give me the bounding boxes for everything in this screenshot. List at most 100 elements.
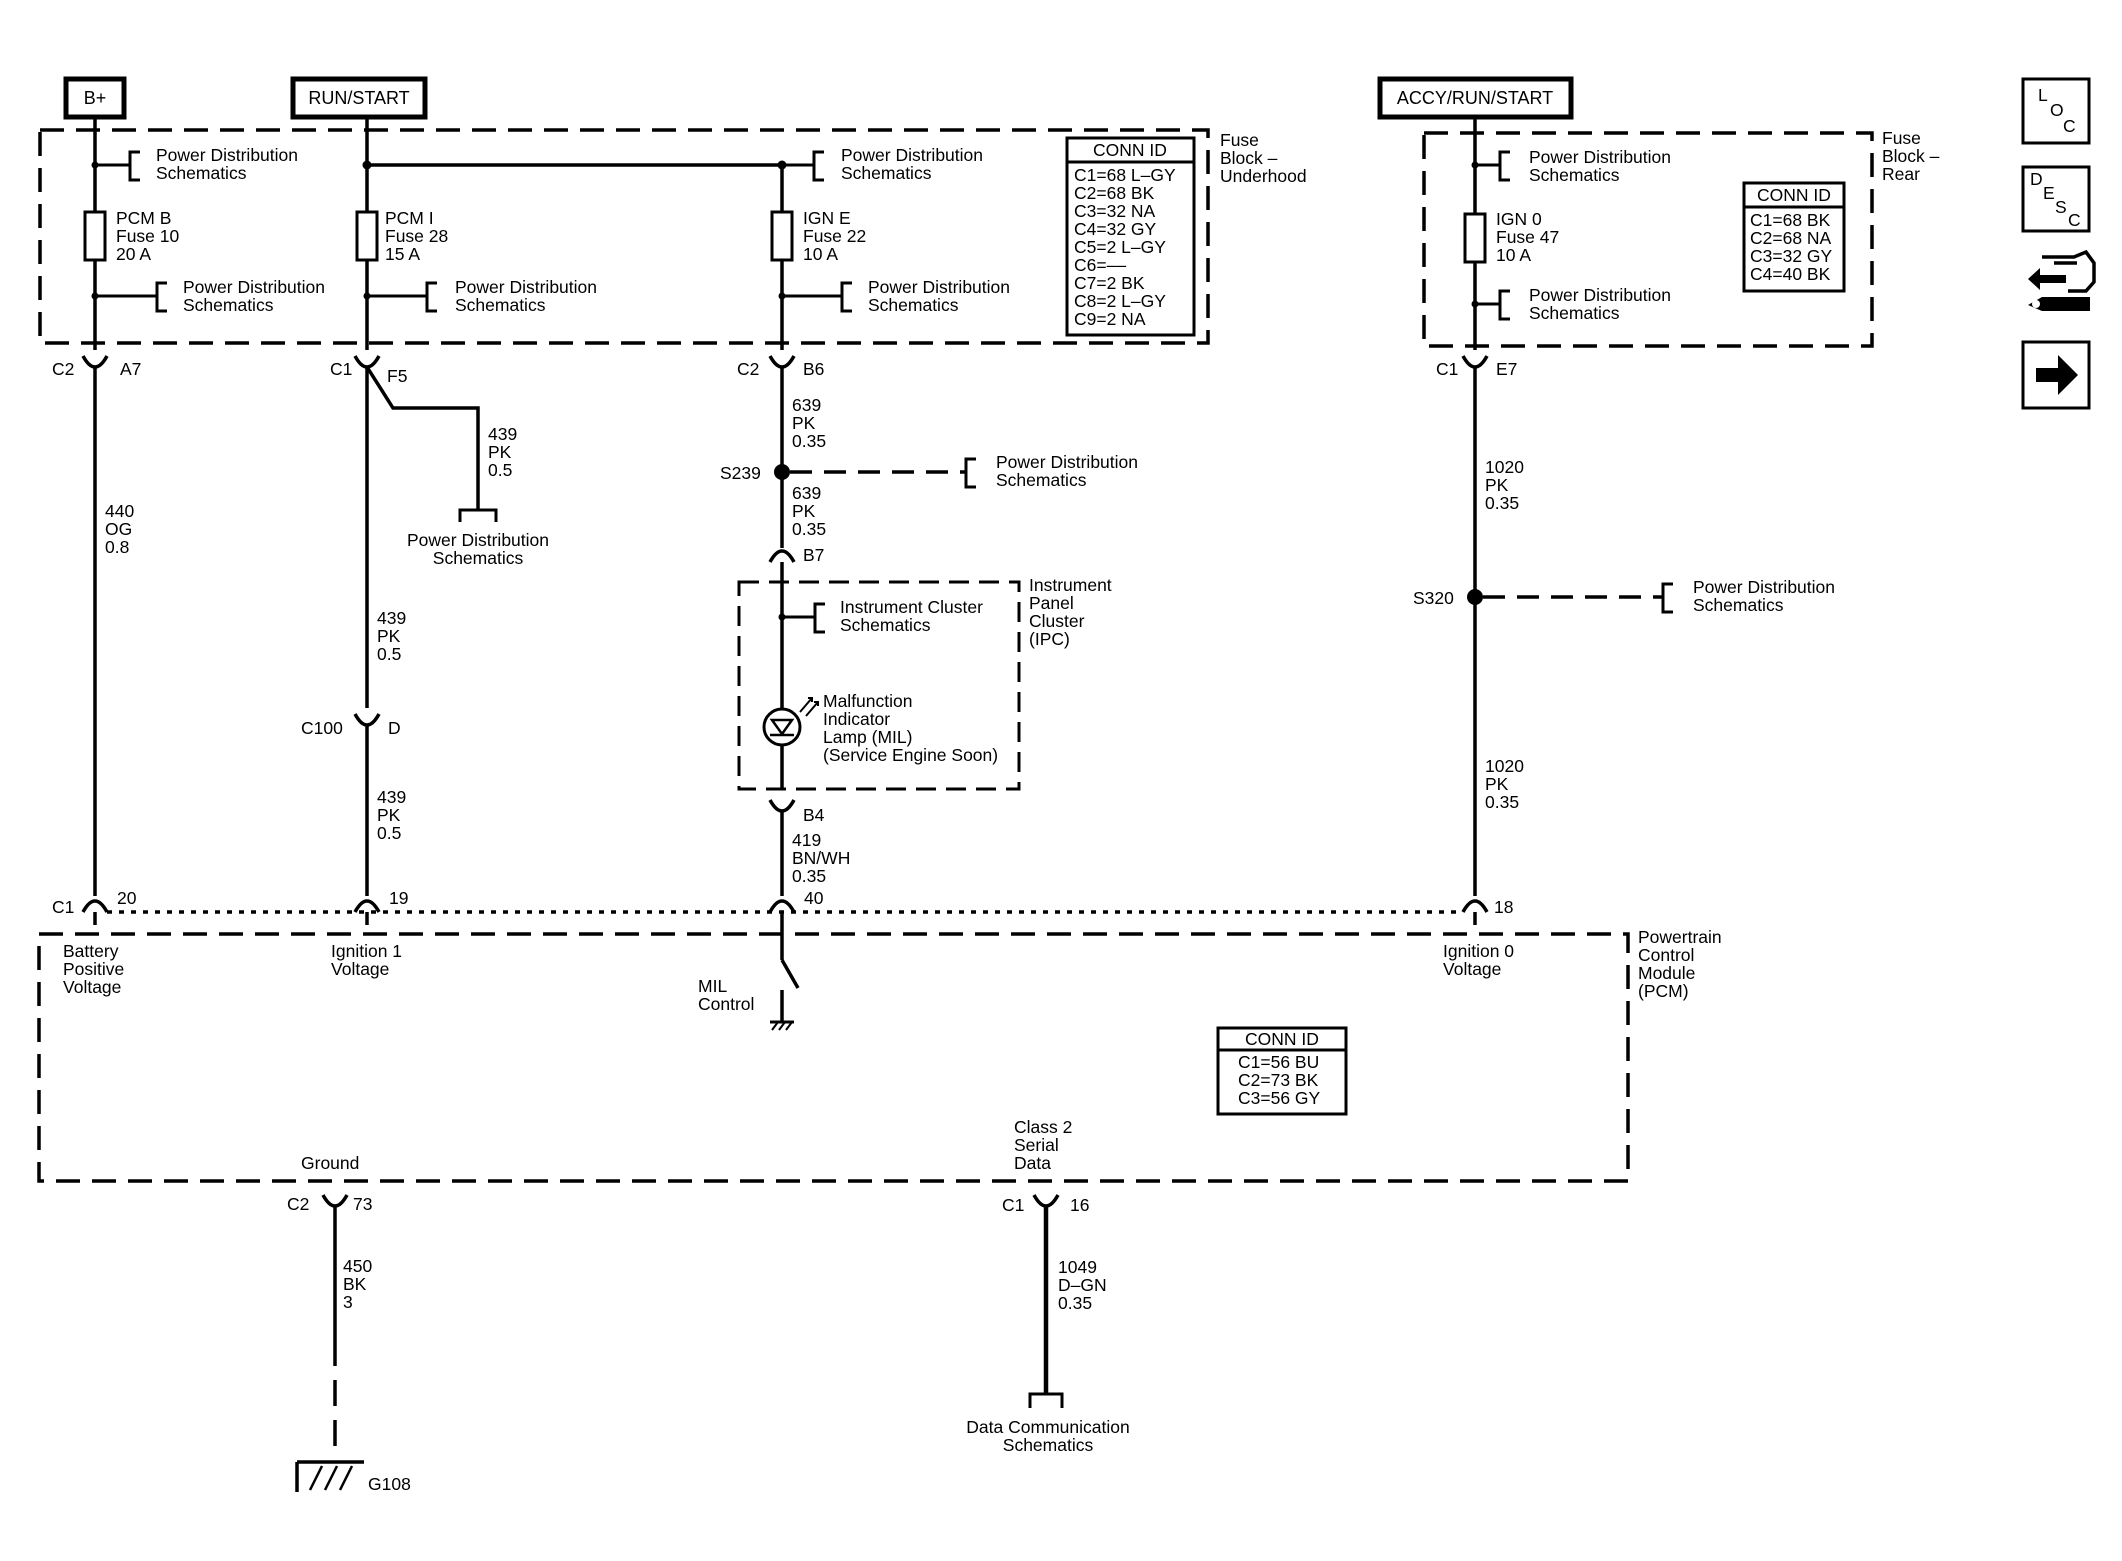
svg-text:Fuse: Fuse xyxy=(1882,128,1921,148)
ground-circuit xyxy=(295,1194,364,1492)
svg-text:Control: Control xyxy=(698,994,754,1014)
svg-text:Indicator: Indicator xyxy=(823,709,890,729)
svg-text:18: 18 xyxy=(1494,897,1513,917)
ref-data-comm-b: Schematics xyxy=(1003,1435,1094,1455)
ref-power-dist-10a: Power Distribution xyxy=(1693,577,1835,597)
svg-text:Positive: Positive xyxy=(63,959,124,979)
svg-text:0.35: 0.35 xyxy=(792,431,826,451)
svg-text:C1=56 BU: C1=56 BU xyxy=(1238,1052,1319,1072)
connector-c1-f5 xyxy=(353,355,381,369)
ref-power-dist-10b: Schematics xyxy=(1693,595,1784,615)
ref-power-dist-4a: Power Distribution xyxy=(407,530,549,550)
ipc-title: Instrument xyxy=(1029,575,1112,595)
pcm-module xyxy=(37,932,1630,1183)
ground-g108-icon xyxy=(295,1460,364,1492)
loc-button[interactable]: L O C xyxy=(2021,77,2091,145)
pcm-ground-label: Ground xyxy=(301,1153,359,1173)
svg-text:BK: BK xyxy=(343,1274,367,1294)
fuse-pcm-b-label: PCM B xyxy=(116,208,171,228)
svg-text:10 A: 10 A xyxy=(803,244,838,264)
svg-text:RUN/START: RUN/START xyxy=(308,88,409,108)
connector-c2-73 xyxy=(321,1194,349,1208)
fuse-pcm-i-label: PCM I xyxy=(385,208,434,228)
svg-text:0.5: 0.5 xyxy=(377,644,401,664)
svg-text:O: O xyxy=(2050,100,2064,120)
ref-power-dist-9a: Power Distribution xyxy=(1529,285,1671,305)
connector-b7 xyxy=(768,549,796,563)
wire-1049-label: 1049 xyxy=(1058,1257,1097,1277)
wire-439-a-label: 439 xyxy=(377,608,406,628)
svg-text:Module: Module xyxy=(1638,963,1695,983)
conn-id-table-pcm: CONN ID C1=56 BU C2=73 BK C3=56 GY xyxy=(1216,1026,1348,1116)
svg-text:C100: C100 xyxy=(301,718,343,738)
splice-s239 xyxy=(774,464,790,480)
svg-text:19: 19 xyxy=(389,888,408,908)
svg-text:C6=––: C6=–– xyxy=(1074,255,1126,275)
svg-text:0.8: 0.8 xyxy=(105,537,129,557)
svg-text:C: C xyxy=(2063,116,2076,136)
svg-text:0.5: 0.5 xyxy=(488,460,512,480)
wire-440-label: 440 xyxy=(105,501,134,521)
svg-text:A7: A7 xyxy=(120,359,141,379)
svg-text:S: S xyxy=(2055,197,2067,217)
ref-power-dist-5a: Power Distribution xyxy=(841,145,983,165)
pcm-battery-positive-label: Battery xyxy=(63,941,119,961)
svg-text:CONN ID: CONN ID xyxy=(1757,185,1831,205)
svg-text:C2=73 BK: C2=73 BK xyxy=(1238,1070,1319,1090)
svg-text:Lamp (MIL): Lamp (MIL) xyxy=(823,727,912,747)
svg-text:Data: Data xyxy=(1014,1153,1051,1173)
arrow-right-icon xyxy=(2036,355,2078,395)
mil-label: Malfunction xyxy=(823,691,913,711)
svg-text:C1: C1 xyxy=(1002,1195,1024,1215)
svg-text:C2: C2 xyxy=(52,359,74,379)
svg-text:C1: C1 xyxy=(52,897,74,917)
svg-text:C2=68 NA: C2=68 NA xyxy=(1750,228,1832,248)
svg-text:PK: PK xyxy=(792,501,816,521)
fuse-block-rear: Fuse Block – Rear xyxy=(1422,128,1940,348)
wire-1020-a-label: 1020 xyxy=(1485,457,1524,477)
run-start-source: RUN/START xyxy=(290,76,428,120)
svg-text:Voltage: Voltage xyxy=(331,959,389,979)
splice-s320-label: S320 xyxy=(1413,588,1454,608)
class2-data-circuit xyxy=(1028,1194,1064,1408)
svg-text:(IPC): (IPC) xyxy=(1029,629,1070,649)
connector-b4 xyxy=(768,799,796,813)
svg-text:73: 73 xyxy=(353,1194,372,1214)
svg-text:Voltage: Voltage xyxy=(63,977,121,997)
ref-power-dist-3b: Schematics xyxy=(455,295,546,315)
svg-text:C9=2 NA: C9=2 NA xyxy=(1074,309,1146,329)
svg-text:Fuse 22: Fuse 22 xyxy=(803,226,866,246)
svg-text:PK: PK xyxy=(1485,774,1509,794)
ref-power-dist-1a: Power Distribution xyxy=(156,145,298,165)
svg-text:L: L xyxy=(2038,85,2048,105)
svg-text:C8=2 L–GY: C8=2 L–GY xyxy=(1074,291,1166,311)
ref-power-dist-4b: Schematics xyxy=(433,548,524,568)
connector-c1-19 xyxy=(353,899,381,913)
fuse-ign-0 xyxy=(1463,212,1487,264)
next-arrow-button[interactable] xyxy=(2021,340,2091,410)
svg-text:B7: B7 xyxy=(803,545,824,565)
svg-text:C3=56 GY: C3=56 GY xyxy=(1238,1088,1321,1108)
ref-power-dist-6a: Power Distribution xyxy=(868,277,1010,297)
connector-tools-icon[interactable] xyxy=(2028,249,2096,311)
wire-639-a-label: 639 xyxy=(792,395,821,415)
svg-text:0.35: 0.35 xyxy=(1058,1293,1092,1313)
svg-text:OG: OG xyxy=(105,519,132,539)
wire-439-branch-label: 439 xyxy=(488,424,517,444)
svg-text:Block –: Block – xyxy=(1882,146,1940,166)
svg-text:Fuse 10: Fuse 10 xyxy=(116,226,179,246)
ref-power-dist-2b: Schematics xyxy=(183,295,274,315)
svg-text:B6: B6 xyxy=(803,359,824,379)
desc-button[interactable]: D E S C xyxy=(2021,165,2091,233)
circuit-ign-0 xyxy=(1461,117,1673,925)
svg-text:D–GN: D–GN xyxy=(1058,1275,1107,1295)
svg-text:Fuse: Fuse xyxy=(1220,130,1259,150)
svg-text:C4=32 GY: C4=32 GY xyxy=(1074,219,1157,239)
svg-text:Voltage: Voltage xyxy=(1443,959,1501,979)
ref-power-dist-7b: Schematics xyxy=(996,470,1087,490)
ref-instrument-cluster-a: Instrument Cluster xyxy=(840,597,983,617)
svg-text:0.35: 0.35 xyxy=(792,519,826,539)
svg-text:0.35: 0.35 xyxy=(792,866,826,886)
svg-text:F5: F5 xyxy=(387,366,407,386)
